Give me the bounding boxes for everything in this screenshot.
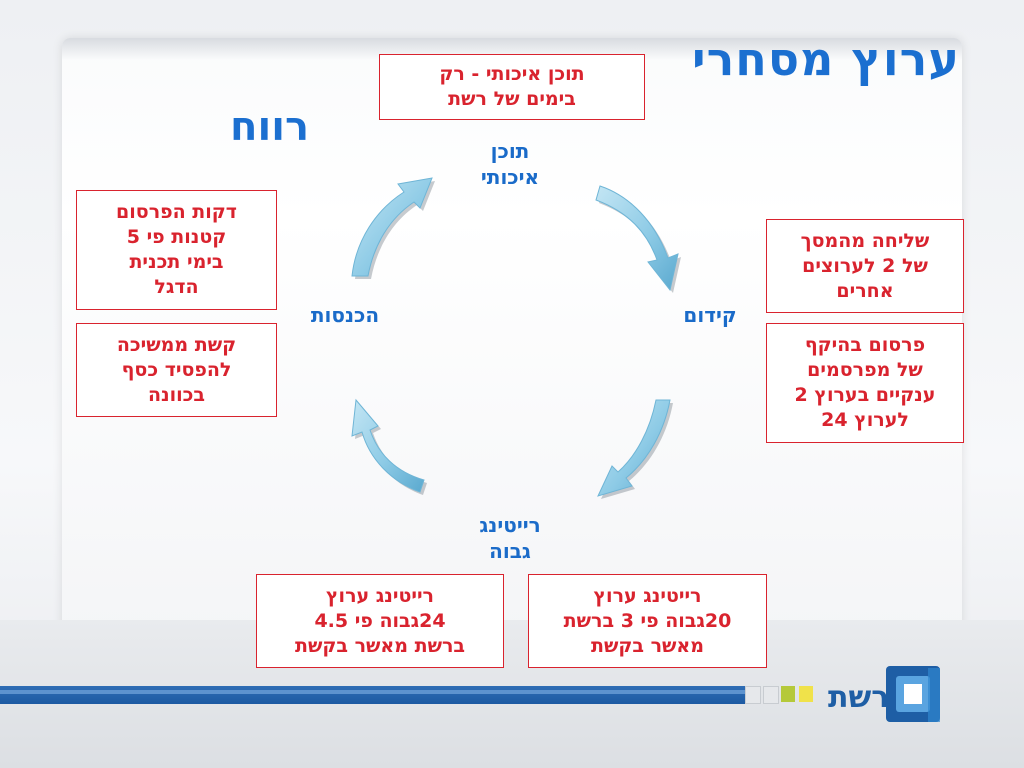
footer-chip-green — [781, 686, 795, 702]
cycle-node-quality-content: תוכן איכותי — [480, 139, 540, 189]
note-advertisers: פרסום בהיקף של מפרסמים ענקיים בערוץ 2 לע… — [766, 323, 964, 443]
note-quality-content: תוכן איכותי - רק בימים של רשת — [379, 54, 645, 120]
slide-title: ערוץ מסחרי — [692, 32, 960, 86]
note-keshet-losing: קשת ממשיכה להפסיד כסף בכוונה — [76, 323, 277, 417]
note-rating-20: רייטינג ערוץ 20גבוה פי 3 ברשת מאשר בקשת — [528, 574, 767, 668]
arrow-to-content — [351, 177, 435, 279]
arrow-to-promotion — [595, 185, 681, 293]
arrow-to-revenue — [351, 398, 427, 495]
footer-chip-yellow — [799, 686, 813, 702]
note-ad-minutes: דקות הפרסום קטנות פי 5 בימי תכנית הדגל — [76, 190, 277, 310]
note-screen-referral: שליחה מהמסך של 2 לערוצים אחרים — [766, 219, 964, 313]
panel-shine — [62, 38, 962, 60]
logo-text: רשת — [828, 680, 890, 715]
footer-chip-gray-2 — [763, 686, 779, 704]
footer-stripe — [0, 686, 745, 704]
logo-icon — [886, 666, 940, 722]
arrow-to-rating — [597, 399, 673, 499]
slide-subtitle: רווח — [230, 104, 310, 150]
cycle-node-promotion: קידום — [683, 303, 737, 327]
cycle-node-high-rating: רייטינג גבוה — [479, 513, 541, 563]
note-rating-24: רייטינג ערוץ 24גבוה פי 4.5 ברשת מאשר בקש… — [256, 574, 504, 668]
footer-chip-gray — [745, 686, 761, 704]
footer-stripe-highlight — [0, 690, 745, 694]
cycle-node-revenue: הכנסות — [310, 303, 380, 327]
